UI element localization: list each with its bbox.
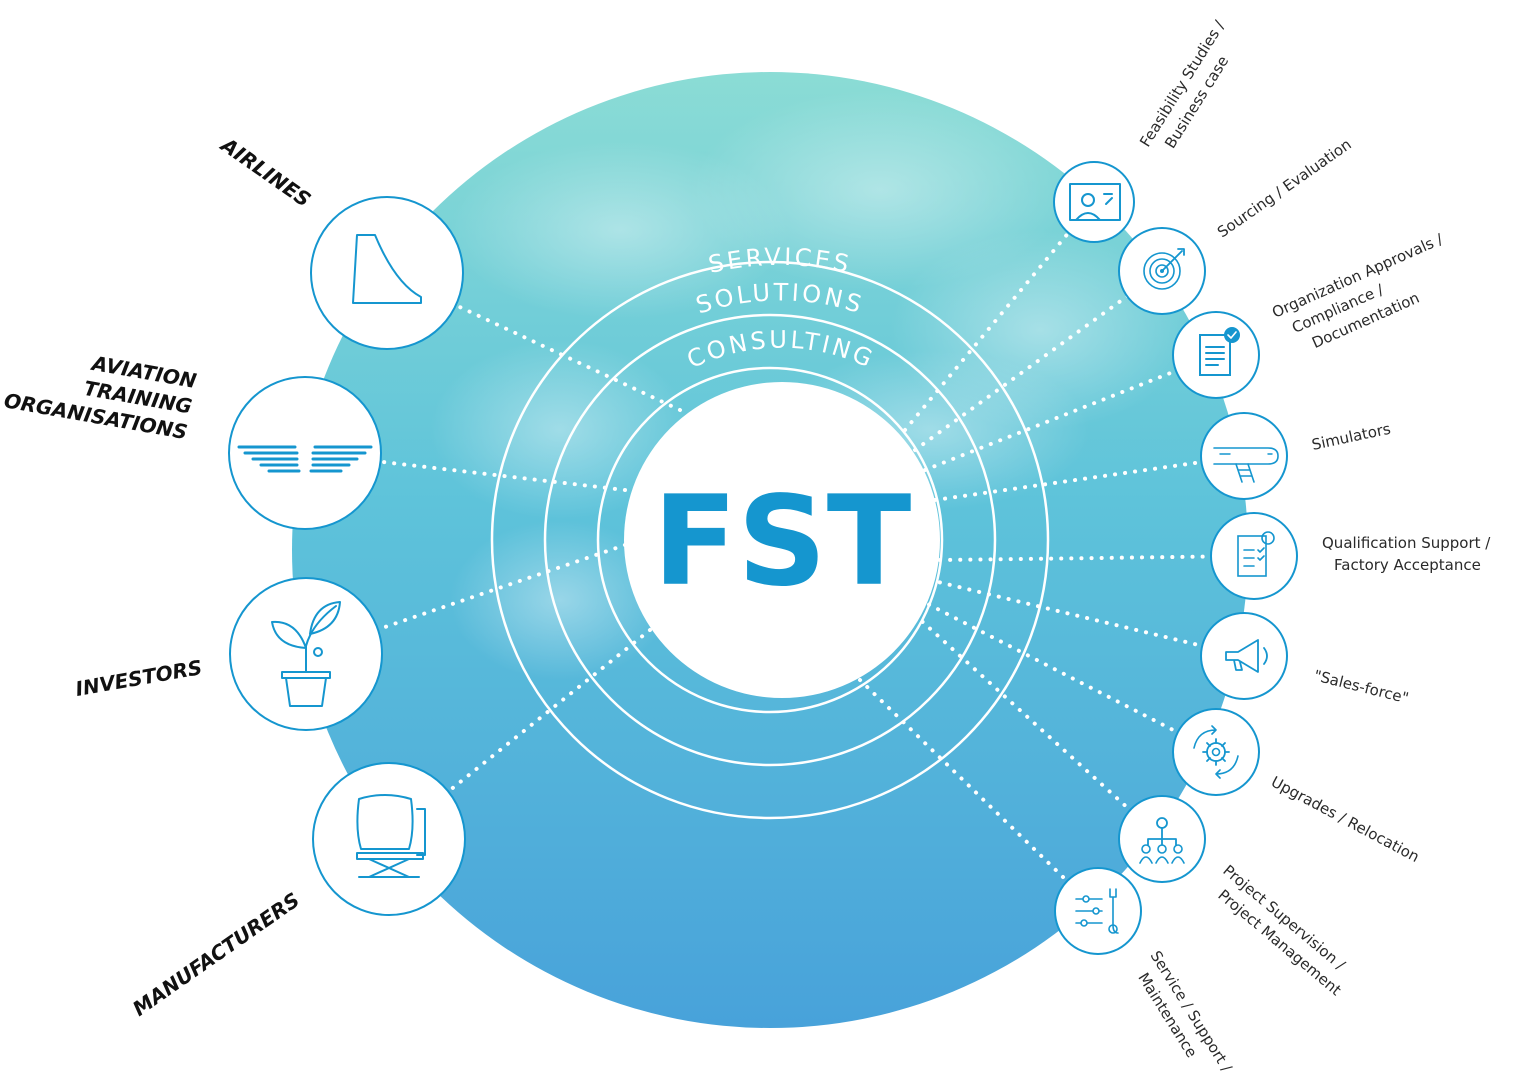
client-connector (385, 271, 682, 412)
service-label: Qualification Support / Factory Acceptanc… (1322, 534, 1491, 574)
service-node-circle (1200, 412, 1288, 500)
client-label: MANUFACTURERS (128, 888, 304, 1021)
client-nodes (228, 196, 466, 916)
service-node (1172, 708, 1260, 796)
client-label-line: AIRLINES (215, 132, 315, 212)
service-node (1054, 867, 1142, 955)
client-label-line: INVESTORS (74, 655, 204, 701)
service-node (1118, 795, 1206, 883)
plant-icon (271, 601, 341, 707)
service-label: Feasibility Studies /Business case (1136, 17, 1247, 162)
service-node (1172, 311, 1260, 399)
wings-icon (237, 445, 373, 473)
service-label-line: Sourcing / Evaluation (1214, 135, 1355, 241)
certificate-icon (1199, 327, 1240, 376)
client-node (229, 577, 383, 731)
client-label-line: MANUFACTURERS (128, 888, 304, 1021)
ring-solutions (543, 313, 997, 767)
concentric-rings (490, 260, 1050, 820)
center-circle (624, 382, 940, 698)
ring-consulting (596, 366, 944, 714)
client-label: INVESTORS (74, 655, 204, 701)
service-label-line: Simulators (1310, 420, 1392, 454)
simulator-seat-icon (356, 794, 426, 878)
client-node (310, 196, 464, 350)
gear-cycle-icon (1193, 725, 1239, 779)
service-label-line: Upgrades / Relocation (1268, 773, 1422, 866)
client-node (228, 376, 382, 530)
service-node-circle (1172, 311, 1260, 399)
service-connector (928, 578, 1246, 658)
ring-services (490, 260, 1050, 820)
service-label-line: "Sales-force" (1312, 666, 1410, 707)
service-label: Project Supervision /Project Management (1205, 861, 1359, 999)
service-node (1118, 227, 1206, 315)
target-icon (1143, 248, 1185, 290)
presentation-icon (1069, 183, 1121, 221)
service-connector (933, 454, 1246, 502)
service-node-circle (1172, 708, 1260, 796)
service-connector (903, 200, 1096, 432)
cloud-texture (430, 90, 1190, 680)
client-connector (303, 451, 627, 492)
center-title: FST (653, 470, 912, 614)
service-connector (913, 269, 1164, 452)
aircraft-stairs-icon (1213, 447, 1279, 483)
service-label: Service / Support /Maintenance (1128, 948, 1236, 1077)
tail-fin-icon (352, 234, 422, 304)
service-node (1200, 612, 1288, 700)
client-node-circle (312, 762, 466, 916)
service-node (1200, 412, 1288, 500)
client-node-circle (228, 376, 382, 530)
service-label: Simulators (1310, 420, 1392, 454)
service-nodes (1053, 161, 1298, 955)
service-label: Sourcing / Evaluation (1214, 135, 1355, 241)
service-label: Upgrades / Relocation (1268, 773, 1422, 866)
service-node (1053, 161, 1135, 243)
service-label: "Sales-force" (1312, 666, 1410, 707)
tools-icon (1075, 888, 1119, 934)
client-label: AVIATIONTRAININGORGANISATIONS (2, 337, 198, 444)
client-node (312, 762, 466, 916)
org-chart-icon (1139, 817, 1185, 864)
client-node-circle (310, 196, 464, 350)
service-label: Organization Approvals /Compliance /Docu… (1269, 230, 1464, 362)
service-label-line: Qualification Support / (1322, 534, 1491, 552)
service-label-line: Factory Acceptance (1334, 556, 1481, 574)
service-connector (923, 353, 1218, 472)
checklist-icon (1237, 531, 1275, 577)
service-node-circle (1210, 512, 1298, 600)
client-label: AIRLINES (215, 132, 315, 212)
service-node-circle (1200, 612, 1288, 700)
megaphone-icon (1225, 639, 1268, 673)
service-connector (938, 554, 1256, 562)
service-node (1210, 512, 1298, 600)
